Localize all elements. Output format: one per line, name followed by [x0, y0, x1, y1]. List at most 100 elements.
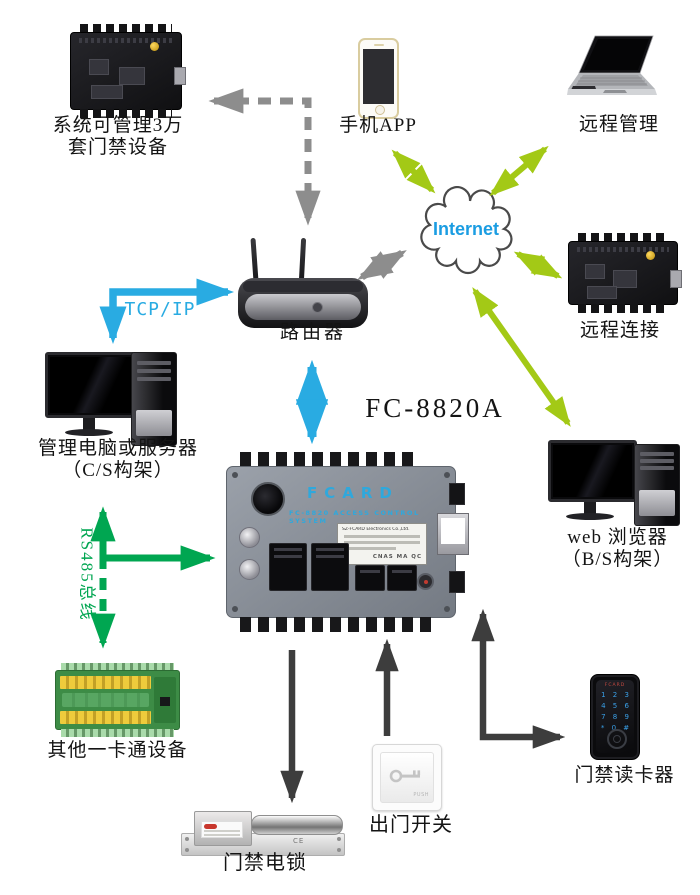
terminal-teeth [61, 729, 174, 737]
relay-marking [360, 570, 380, 573]
router-antenna [298, 237, 307, 283]
pc-monitor [548, 440, 637, 502]
relay [269, 543, 307, 591]
drive-bay [640, 459, 674, 463]
terminal-teeth [61, 663, 174, 671]
rj45-port [437, 513, 469, 555]
other-devices-label: 其他一卡通设备 [47, 740, 188, 761]
arrow-router-to-managed-board [208, 88, 321, 226]
exit-button-label: 出门开关 [369, 814, 453, 836]
rj45-label [441, 518, 465, 544]
keypad-row: * 0 # [600, 724, 630, 732]
tcpip-label: TCP/IP [124, 299, 196, 320]
router-antenna [250, 237, 259, 283]
reader-keypad: 1 2 3 4 5 6 7 8 9 * 0 # [596, 690, 634, 734]
drive-bay [137, 369, 171, 373]
remote-board-label: 远程连接 [579, 320, 660, 341]
relay [387, 565, 417, 591]
relay-marking [274, 555, 302, 558]
pcb-body [568, 241, 682, 305]
chip [89, 59, 109, 75]
pc-tower [634, 444, 680, 526]
screw [185, 848, 189, 852]
web-pc-image [548, 436, 683, 536]
pcb-body [55, 670, 180, 730]
spec-sticker: SZ-FCARD Electronics Co.,Ltd. CNAS MA QC [337, 523, 427, 565]
fuse [239, 559, 260, 580]
web-pc-label-line1: web 浏览器 [567, 527, 668, 548]
monitor-screen [50, 357, 131, 413]
pcb-body [70, 32, 186, 110]
managed-board-caption: 系统可管理3万 套门禁设备 [28, 115, 208, 160]
buzzer-dot [646, 251, 655, 260]
web-pc-label: web 浏览器 （B/S构架） [540, 527, 695, 572]
buzzer-dot [150, 42, 159, 51]
phone-screen [363, 49, 394, 104]
internet-cloud [416, 186, 516, 282]
push-text: PUSH [413, 792, 429, 798]
tower-panel [136, 410, 172, 436]
terminal-teeth [80, 24, 172, 33]
screw [337, 837, 341, 841]
keypad-row: 1 2 3 [601, 691, 629, 699]
chip [587, 286, 617, 299]
relay-marking [274, 548, 302, 551]
pin-header [577, 247, 669, 252]
lock-barrel [251, 815, 343, 835]
managed-board-caption-line1: 系统可管理3万 [52, 115, 184, 136]
terminal-teeth [578, 233, 668, 242]
sticker-line [204, 830, 240, 832]
sticker-line [344, 535, 420, 538]
controller-body: FCARD FC-8820 ACCESS CONTROL SYSTEM SZ-F… [226, 466, 469, 618]
sticker-company: SZ-FCARD Electronics Co.,Ltd. [342, 527, 410, 532]
chip [613, 270, 637, 288]
component-band [62, 693, 149, 707]
fuse [239, 527, 260, 548]
reader-face: FCARD 1 2 3 4 5 6 7 8 9 * 0 # [596, 680, 634, 753]
management-pc-label-line2: （C/S构架） [62, 460, 174, 482]
remote-laptop-label: 远程管理 [578, 114, 659, 135]
management-pc-image [45, 350, 180, 450]
relay-marking [316, 555, 344, 558]
chip [160, 697, 170, 707]
managed-board-caption-line2: 套门禁设备 [67, 137, 168, 159]
router-body [238, 278, 368, 328]
phone-speaker [373, 44, 384, 46]
arrow-router-internet [357, 249, 407, 281]
pc-tower [131, 352, 177, 446]
keypad-row: 4 5 6 [601, 702, 629, 710]
reader-brand: FCARD [604, 683, 626, 688]
management-pc-label: 管理电脑或服务器 （C/S构架） [18, 438, 218, 483]
speaker [251, 482, 285, 516]
bell-glyph [613, 735, 621, 743]
router-button [312, 302, 324, 313]
side-connector [449, 483, 465, 505]
pc-monitor [45, 352, 136, 418]
router-label: 路由器 [279, 322, 346, 343]
terminal-teeth [578, 304, 668, 313]
drive-bay [640, 452, 674, 456]
side-connector [449, 571, 465, 593]
drive-bay [137, 361, 171, 365]
exit-button-image: PUSH [372, 744, 442, 811]
cloud-shape [420, 186, 513, 275]
router-image [238, 237, 368, 328]
arrow-controller-to-reader [471, 608, 566, 749]
phone-label: 手机APP [339, 115, 417, 136]
monitor-screen [553, 445, 632, 497]
tower-panel [639, 490, 675, 516]
sticker-line [204, 834, 240, 836]
web-pc-label-line2: （B/S构架） [561, 549, 674, 571]
lock-sticker [201, 821, 243, 838]
drive-bay [137, 377, 171, 381]
relay-marking [316, 548, 344, 551]
internet-label: Internet [432, 219, 499, 239]
arrow-internet-remote-board [513, 251, 563, 279]
exit-button-face: PUSH [380, 752, 434, 803]
phone-home-button [374, 105, 385, 115]
monitor-base [65, 429, 113, 436]
managed-board-image [70, 24, 186, 118]
chip [91, 85, 123, 99]
door-lock-label: 门禁电锁 [223, 852, 307, 874]
arrow-phone-internet [391, 149, 436, 194]
